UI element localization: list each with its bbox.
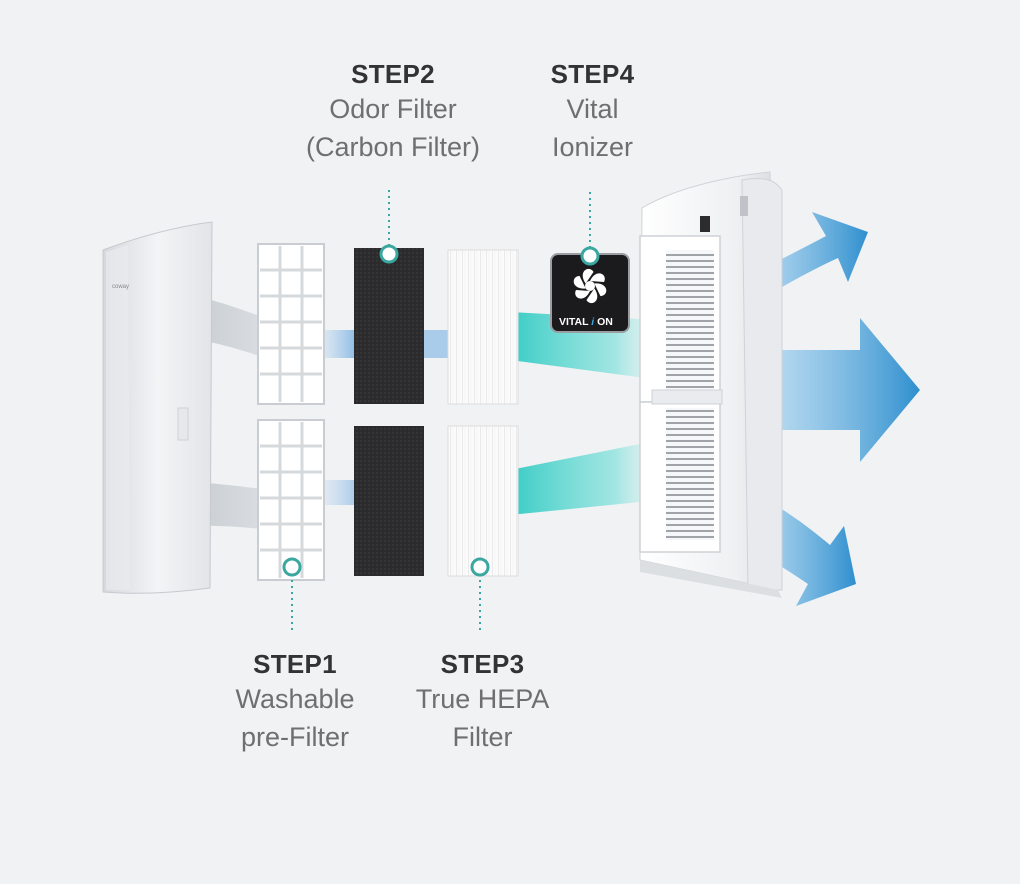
badge-text-i: i	[591, 316, 595, 328]
step1-line1: Washable	[235, 684, 355, 714]
hepa-filter-bottom	[447, 425, 519, 577]
step2-title: STEP2	[351, 59, 435, 89]
step3-title: STEP3	[440, 649, 525, 679]
badge-text-on: ON	[597, 316, 613, 328]
step4-line1: Vital	[566, 94, 619, 124]
callout-dot-step3	[470, 557, 490, 577]
step4-line2: Ionizer	[551, 132, 634, 162]
callout-leaders	[291, 190, 591, 632]
carbon-filter-top	[354, 248, 424, 404]
badge-text-vital: VITAL	[559, 316, 589, 328]
brand-mark: coway	[112, 284, 129, 290]
step4-title: STEP4	[550, 59, 635, 89]
callout-dot-step4	[580, 246, 600, 266]
purifier-indicator	[700, 216, 710, 232]
step2-line2: (Carbon Filter)	[305, 132, 481, 162]
step3-line2: Filter	[452, 722, 513, 752]
svg-text:VITAL i ON: VITAL i ON	[559, 316, 613, 328]
step1-label: STEP1 Washable pre-Filter	[210, 648, 380, 756]
pre-filter-bottom	[257, 419, 325, 581]
callout-dot-step1	[282, 557, 302, 577]
step3-label: STEP3 True HEPA Filter	[395, 648, 570, 756]
callout-dot-step2	[379, 244, 399, 264]
step2-line1: Odor Filter	[329, 94, 457, 124]
step2-label: STEP2 Odor Filter (Carbon Filter)	[278, 58, 508, 166]
step1-line2: pre-Filter	[240, 722, 349, 752]
carbon-filter-bottom	[354, 426, 424, 576]
front-cover-panel: coway	[102, 221, 213, 594]
step3-line1: True HEPA	[415, 684, 550, 714]
step1-title: STEP1	[253, 649, 337, 679]
vital-ion-badge: VITAL i ON	[550, 253, 630, 333]
pre-filter-top	[257, 243, 325, 405]
hepa-filter-top	[447, 249, 519, 405]
air-purifier-unit	[639, 171, 783, 598]
fan-icon	[573, 268, 607, 304]
step4-label: STEP4 Vital Ionizer	[520, 58, 665, 166]
